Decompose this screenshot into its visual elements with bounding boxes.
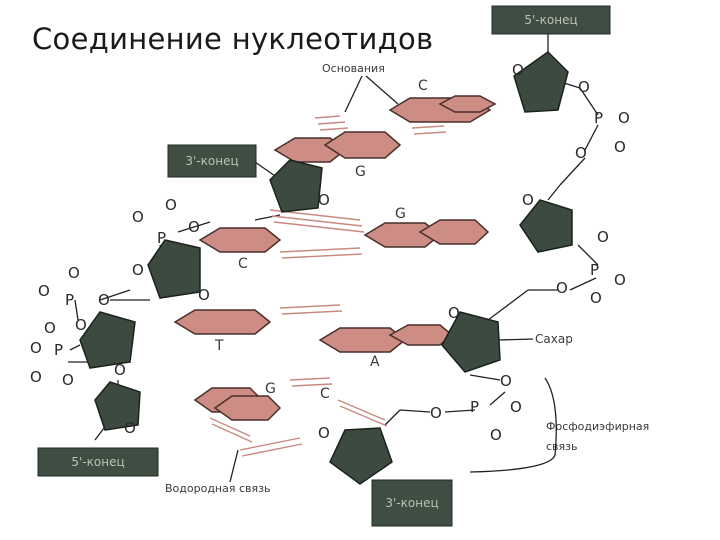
base-label-c: C — [320, 386, 330, 402]
base-pair-3-t — [173, 309, 272, 335]
atom-o: O — [62, 371, 74, 389]
base-pair-3-a — [318, 324, 454, 353]
atom-o: O — [318, 424, 330, 442]
atom-p: P — [470, 398, 479, 416]
label-bases: Основания — [322, 62, 385, 75]
label-phosphodiester-bond: связь — [546, 440, 577, 453]
atom-o: O — [614, 138, 626, 156]
sugar-left-3 — [79, 311, 136, 369]
atom-o: O — [114, 361, 126, 379]
atom-o: O — [132, 261, 144, 279]
atom-o: O — [597, 228, 609, 246]
atom-o: O — [132, 208, 144, 226]
label-hydrogen-bond: Водородная связь — [165, 482, 270, 495]
sugar-left-4 — [94, 381, 141, 431]
atom-o: O — [490, 426, 502, 444]
end-label-text: 5'-конец — [71, 455, 124, 469]
atom-o: O — [575, 144, 587, 162]
atom-p: P — [594, 109, 603, 127]
end-label-text: 3'-конец — [185, 154, 238, 168]
label-sugar: Сахар — [535, 332, 573, 346]
atom-o: O — [188, 218, 200, 236]
base-letters: C G G C T A G C — [214, 78, 428, 402]
base-label-c: C — [418, 78, 428, 94]
end-label-3-upper-left: 3'-конец — [167, 144, 257, 178]
atom-o: O — [198, 286, 210, 304]
end-label-text: 3'-конец — [385, 496, 438, 510]
base-label-g: G — [265, 381, 276, 397]
atom-o: O — [618, 109, 630, 127]
sugar-bottom — [329, 427, 393, 485]
end-label-5-top-right: 5'-конец — [491, 5, 611, 35]
sugar-right-2 — [519, 199, 573, 253]
atom-o: O — [44, 319, 56, 337]
atom-o: O — [318, 191, 330, 209]
atom-o: O — [510, 398, 522, 416]
base-label-g: G — [395, 206, 406, 222]
atom-o: O — [30, 368, 42, 386]
label-phosphodiester: Фосфодиэфирная — [546, 420, 649, 433]
atom-o: O — [124, 419, 136, 437]
base-pair-1-c — [388, 95, 497, 123]
atom-o: O — [556, 279, 568, 297]
base-pair-1-g — [273, 131, 402, 163]
sugar-right-3 — [441, 311, 501, 373]
base-pair-4-g — [193, 387, 282, 421]
atom-o: O — [165, 196, 177, 214]
atom-o: O — [68, 264, 80, 282]
sugar-left-2 — [147, 239, 201, 299]
slide-title: Соединение нуклеотидов — [32, 22, 434, 56]
atom-p: P — [65, 291, 74, 309]
atom-p: P — [54, 341, 63, 359]
atom-o: O — [75, 316, 87, 334]
base-label-t: T — [214, 338, 224, 354]
base-pair-2-c — [198, 227, 282, 253]
atom-o: O — [512, 61, 524, 79]
atom-o: O — [590, 289, 602, 307]
base-label-a: A — [370, 354, 380, 370]
atom-o: O — [30, 339, 42, 357]
end-label-5-bottom-left: 5'-конец — [37, 447, 159, 477]
atom-p: P — [157, 229, 166, 247]
atom-o: O — [614, 271, 626, 289]
base-label-g: G — [355, 164, 366, 180]
sugar-right-1 — [513, 51, 569, 113]
base-label-c: C — [238, 256, 248, 272]
atoms: O O P O O O O O P O O O O O P O O O O O … — [30, 61, 630, 444]
atom-o: O — [522, 191, 534, 209]
end-label-3-bottom-center: 3'-конец — [371, 479, 453, 527]
atom-p: P — [590, 261, 599, 279]
atom-o: O — [578, 78, 590, 96]
atom-o: O — [448, 304, 460, 322]
sugar-left-1 — [269, 159, 323, 213]
atom-o: O — [98, 291, 110, 309]
end-label-text: 5'-конец — [524, 13, 577, 27]
bases — [173, 95, 497, 421]
atom-o: O — [500, 372, 512, 390]
atom-o: O — [38, 282, 50, 300]
sugars — [79, 51, 573, 485]
atom-o: O — [430, 404, 442, 422]
base-pair-2-g — [363, 219, 490, 248]
annotations: Основания Сахар Фосфодиэфирная связь Вод… — [165, 62, 649, 495]
